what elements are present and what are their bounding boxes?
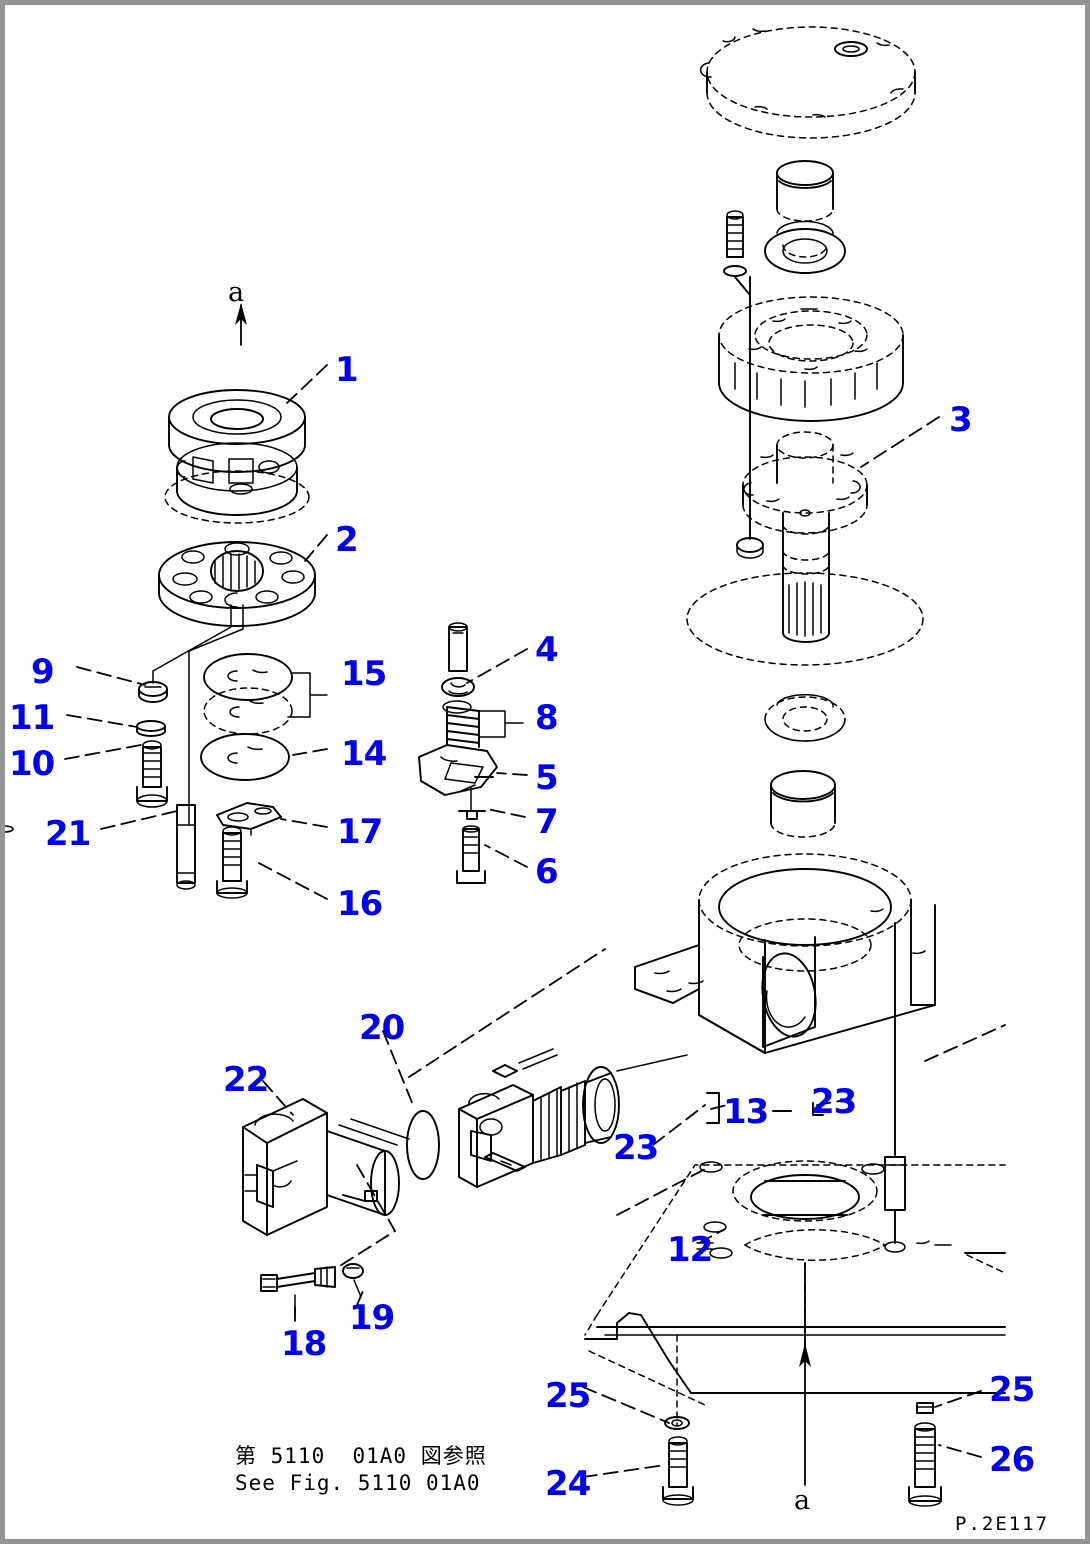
part-1-swivel-joint <box>164 389 310 524</box>
callout-23-ref[interactable]: 23 <box>613 1128 659 1168</box>
callout-4[interactable]: 4 <box>535 630 559 670</box>
swing-seal-ring-lower <box>764 694 846 742</box>
part-6-bolt <box>5 825 486 884</box>
reference-note-jp: 第 5110 01A0 図参照 <box>235 1444 487 1468</box>
part-20-o-ring <box>406 1110 440 1180</box>
part-9-nut <box>138 681 168 703</box>
callout-20[interactable]: 20 <box>359 1008 405 1048</box>
callout-2[interactable]: 2 <box>335 520 359 560</box>
callout-18[interactable]: 18 <box>281 1324 327 1364</box>
part-22-swing-motor <box>242 1098 410 1236</box>
part-17-retainer-plate <box>216 802 282 836</box>
part-2-spline-cover <box>152 541 316 826</box>
part-5-clamp-bracket <box>418 744 498 796</box>
part-18-washer-19-bolt <box>260 1263 364 1318</box>
part-15-seal-rings <box>203 653 328 735</box>
swing-motor-second-section <box>458 1048 688 1188</box>
part-26-mounting-bolt-right <box>908 1422 942 1507</box>
part-3-swing-shaft <box>686 431 924 666</box>
page-code: P.2E117 <box>955 1513 1050 1535</box>
section-mark-top: a <box>228 277 245 308</box>
part-21-stud-bolt <box>176 804 196 890</box>
callout-3[interactable]: 3 <box>949 400 973 440</box>
callout-24[interactable]: 24 <box>545 1464 591 1504</box>
swing-shaft-bolt <box>723 210 764 559</box>
callout-11[interactable]: 11 <box>9 698 55 738</box>
section-mark-bottom: a <box>794 1485 811 1516</box>
part-12-base-plate <box>584 1160 1006 1406</box>
swing-seal-ring-upper <box>764 220 846 274</box>
diagram-canvas: .ln{fill:none;stroke:#000;stroke-width:1… <box>5 26 1006 1507</box>
reference-note-en: See Fig. 5110 01A0 <box>235 1471 481 1495</box>
section-arrow-bottom <box>799 1262 811 1486</box>
callout-9[interactable]: 9 <box>31 652 55 692</box>
callout-23[interactable]: 23 <box>811 1082 857 1122</box>
callout-26[interactable]: 26 <box>989 1440 1035 1480</box>
callout-14[interactable]: 14 <box>341 734 387 774</box>
part-7-washer <box>458 786 486 820</box>
swing-spacer-cylinder <box>776 160 834 222</box>
swing-spacer-cylinder-lower <box>770 770 836 838</box>
part-10-bolt <box>136 740 168 808</box>
callout-13[interactable]: 13 <box>723 1092 769 1132</box>
part-11-washer <box>136 720 166 737</box>
callout-8[interactable]: 8 <box>535 698 559 738</box>
part-16-bolt <box>216 826 248 899</box>
callout-12[interactable]: 12 <box>667 1230 713 1270</box>
callout-22[interactable]: 22 <box>223 1060 269 1100</box>
part-23-swing-case <box>634 853 936 1253</box>
callout-25[interactable]: 25 <box>545 1376 591 1416</box>
callout-6[interactable]: 6 <box>535 852 559 892</box>
callout-5[interactable]: 5 <box>535 758 559 798</box>
part-24-mounting-bolt-left <box>662 1334 694 1506</box>
callout-7[interactable]: 7 <box>535 802 559 842</box>
part-25-washer-right <box>916 1402 934 1414</box>
callout-10[interactable]: 10 <box>9 744 55 784</box>
callout-21[interactable]: 21 <box>45 814 91 854</box>
swing-cover-plate <box>699 26 916 139</box>
part-4-pin <box>441 622 475 697</box>
part-8-spring <box>442 700 524 748</box>
swing-ring-gear <box>718 296 904 422</box>
leader-lines <box>64 364 1006 1478</box>
callout-17[interactable]: 17 <box>337 812 383 852</box>
part-14-seal-ring <box>200 733 290 781</box>
callout-1[interactable]: 1 <box>335 350 359 390</box>
section-arrow-top <box>235 303 247 346</box>
callout-19[interactable]: 19 <box>349 1298 395 1338</box>
part-13-gasket <box>706 1092 824 1124</box>
callout-16[interactable]: 16 <box>337 884 383 924</box>
callout-25-right[interactable]: 25 <box>989 1370 1035 1410</box>
callout-15[interactable]: 15 <box>341 654 387 694</box>
